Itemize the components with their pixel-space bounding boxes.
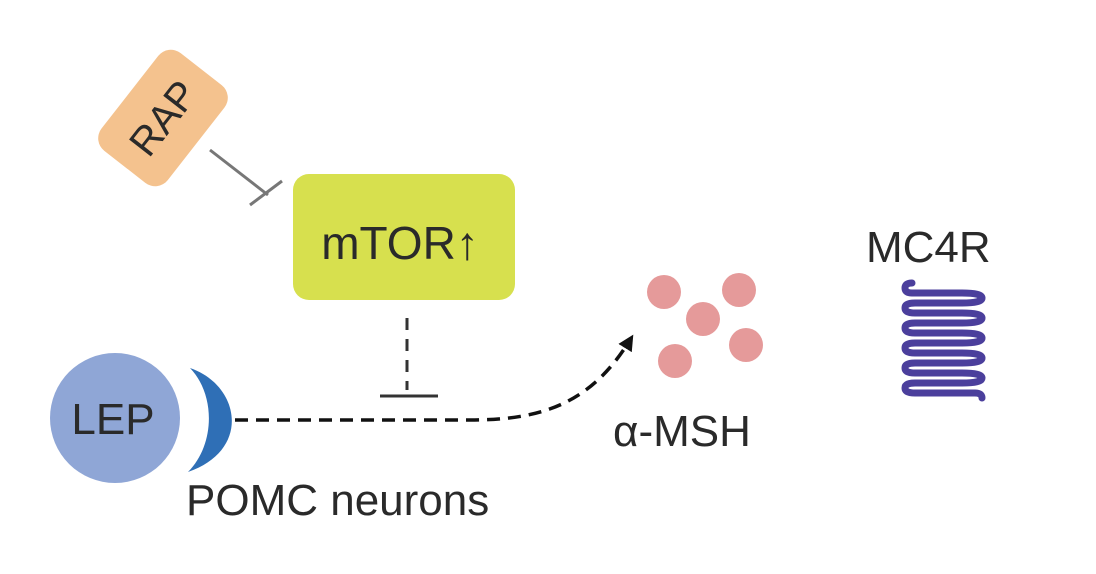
alpha-msh-particle: [658, 344, 692, 378]
alpha-msh-particle: [686, 302, 720, 336]
alpha-msh-label: α-MSH: [613, 407, 751, 456]
rap-inhibition-edge: [209, 148, 283, 207]
lep-circle: [50, 353, 180, 483]
alpha-msh-particle: [647, 275, 681, 309]
mtor-node: mTOR↑: [293, 174, 515, 300]
mtor-up-arrow-icon: ↑: [456, 217, 479, 269]
mtor-text: mTOR: [321, 217, 456, 269]
lep-node: LEP: [50, 353, 180, 483]
mtor-inhibition-edge: [380, 318, 438, 398]
mc4r-label: MC4R: [866, 223, 991, 272]
lep-label: LEP: [71, 395, 154, 444]
lep-to-alpha-msh-arrow: [235, 334, 634, 422]
mtor-label: mTOR↑: [321, 217, 479, 269]
rap-inhibition-bar: [249, 179, 283, 207]
alpha-msh-particle: [729, 328, 763, 362]
mtor-box: [293, 174, 515, 300]
pomc-neurons-label: POMC neurons: [186, 476, 489, 525]
rap-node: RAP: [98, 49, 228, 187]
alpha-msh-particles: [647, 273, 763, 378]
rap-box: [98, 49, 228, 187]
rap-inhibition-line: [209, 148, 269, 197]
mc4r-receptor-icon: [901, 279, 986, 402]
leptin-receptor-crescent: [188, 368, 232, 472]
alpha-msh-particle: [722, 273, 756, 307]
